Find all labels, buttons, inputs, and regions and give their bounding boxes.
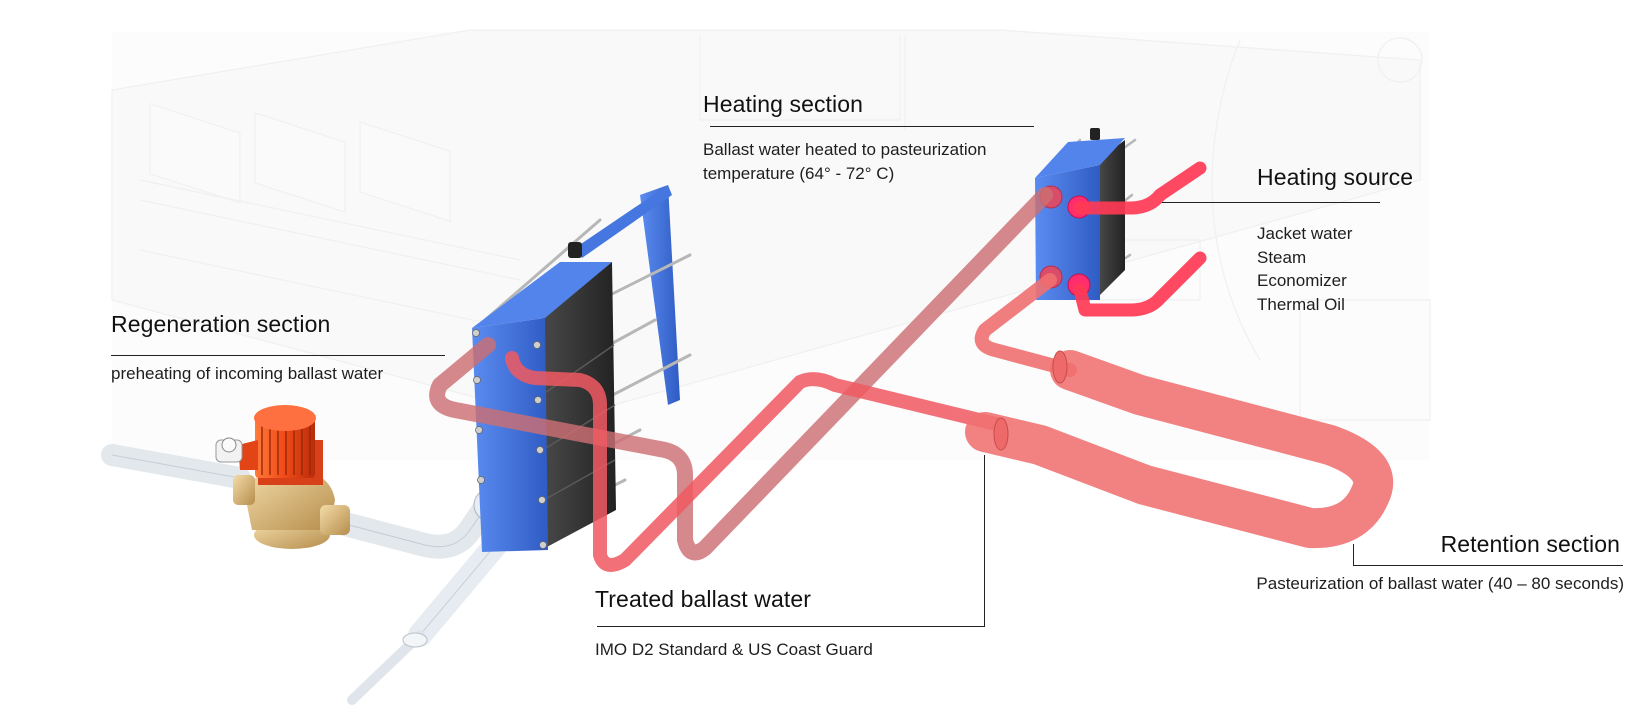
- treated-water-leader-line-vertical: [984, 455, 986, 627]
- engine-background: [111, 29, 1431, 460]
- retention-section-leader-line-vertical: [1353, 544, 1355, 566]
- regeneration-section-title: Regeneration section: [111, 311, 331, 337]
- retention-section-title: Retention section: [1440, 531, 1620, 557]
- heating-section-line-1: Ballast water heated to pasteurization: [703, 140, 987, 159]
- heating-source-item: Thermal Oil: [1257, 294, 1345, 314]
- heating-source-leader-line: [1162, 202, 1380, 204]
- heating-source-item: Steam: [1257, 247, 1307, 267]
- heating-section-leader-line: [710, 126, 1034, 128]
- regeneration-loop-pipe: [429, 187, 1053, 561]
- regeneration-section-description: preheating of incoming ballast water: [111, 364, 384, 383]
- heating-section-title: Heating section: [703, 91, 864, 117]
- heating-source-item: Economizer: [1257, 271, 1347, 290]
- retention-section-leader-line: [1353, 565, 1623, 567]
- heating-exchanger: [1035, 128, 1137, 300]
- heating-source-list: Jacket water Steam Economizer Thermal Oi…: [1257, 222, 1352, 316]
- heating-source-item: Jacket water: [1257, 224, 1353, 243]
- retention-loop: [965, 273, 1394, 549]
- pump: [215, 405, 350, 549]
- heating-section-description: Ballast water heated to pasteurization t…: [703, 138, 987, 185]
- regeneration-section-leader-line: [111, 355, 445, 357]
- heating-source-pipes: [1073, 161, 1207, 317]
- heating-source-title: Heating source: [1257, 164, 1414, 190]
- treated-water-pipe: [505, 351, 1007, 572]
- heating-section-line-2: temperature (64° - 72° C): [703, 163, 895, 183]
- retention-section-description: Pasteurization of ballast water (40 – 80…: [1256, 574, 1624, 593]
- treated-water-description: IMO D2 Standard & US Coast Guard: [595, 640, 873, 659]
- treated-water-leader-line: [597, 626, 985, 628]
- treated-water-title: Treated ballast water: [595, 586, 812, 612]
